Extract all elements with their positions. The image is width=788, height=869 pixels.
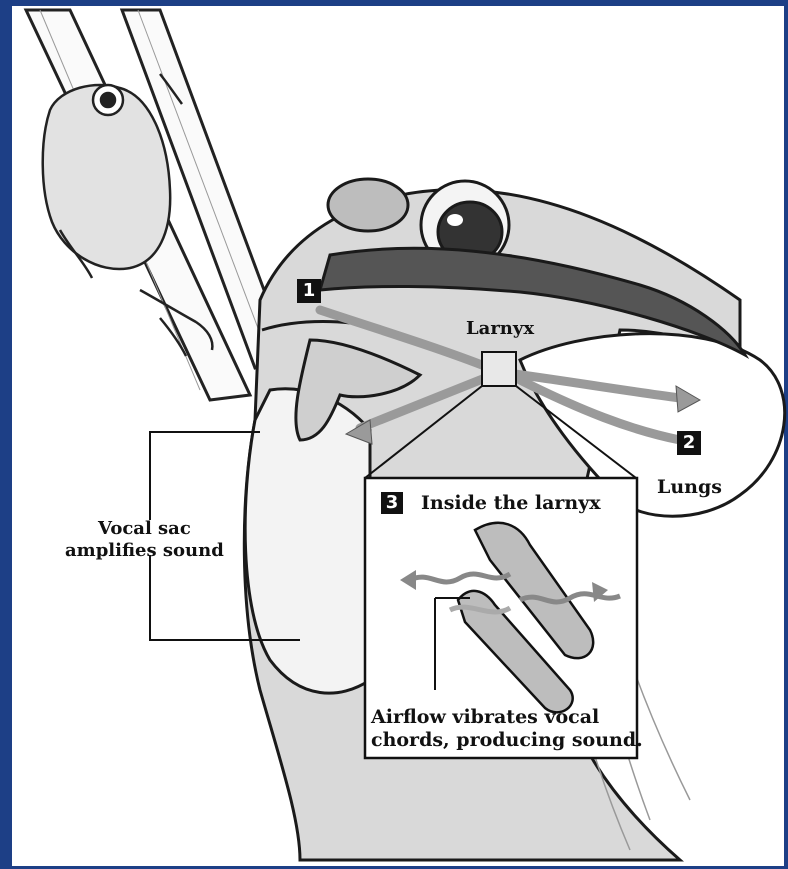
vocal-sac-label-line2: amplifies sound — [65, 540, 224, 562]
step-2-badge: 2 — [677, 431, 701, 455]
step-3-badge: 3 — [381, 492, 403, 514]
vocal-sac-label-line1: Vocal sac — [98, 518, 191, 540]
caption-line1: Airflow vibrates vocal — [371, 706, 599, 728]
inset-title: Inside the larnyx — [421, 492, 601, 514]
caption-line2: chords, producing sound. — [371, 729, 643, 751]
lungs-label: Lungs — [657, 476, 722, 498]
larynx-marker-box — [482, 352, 516, 386]
step-1-badge: 1 — [297, 279, 321, 303]
larynx-label: Larnyx — [466, 318, 534, 340]
